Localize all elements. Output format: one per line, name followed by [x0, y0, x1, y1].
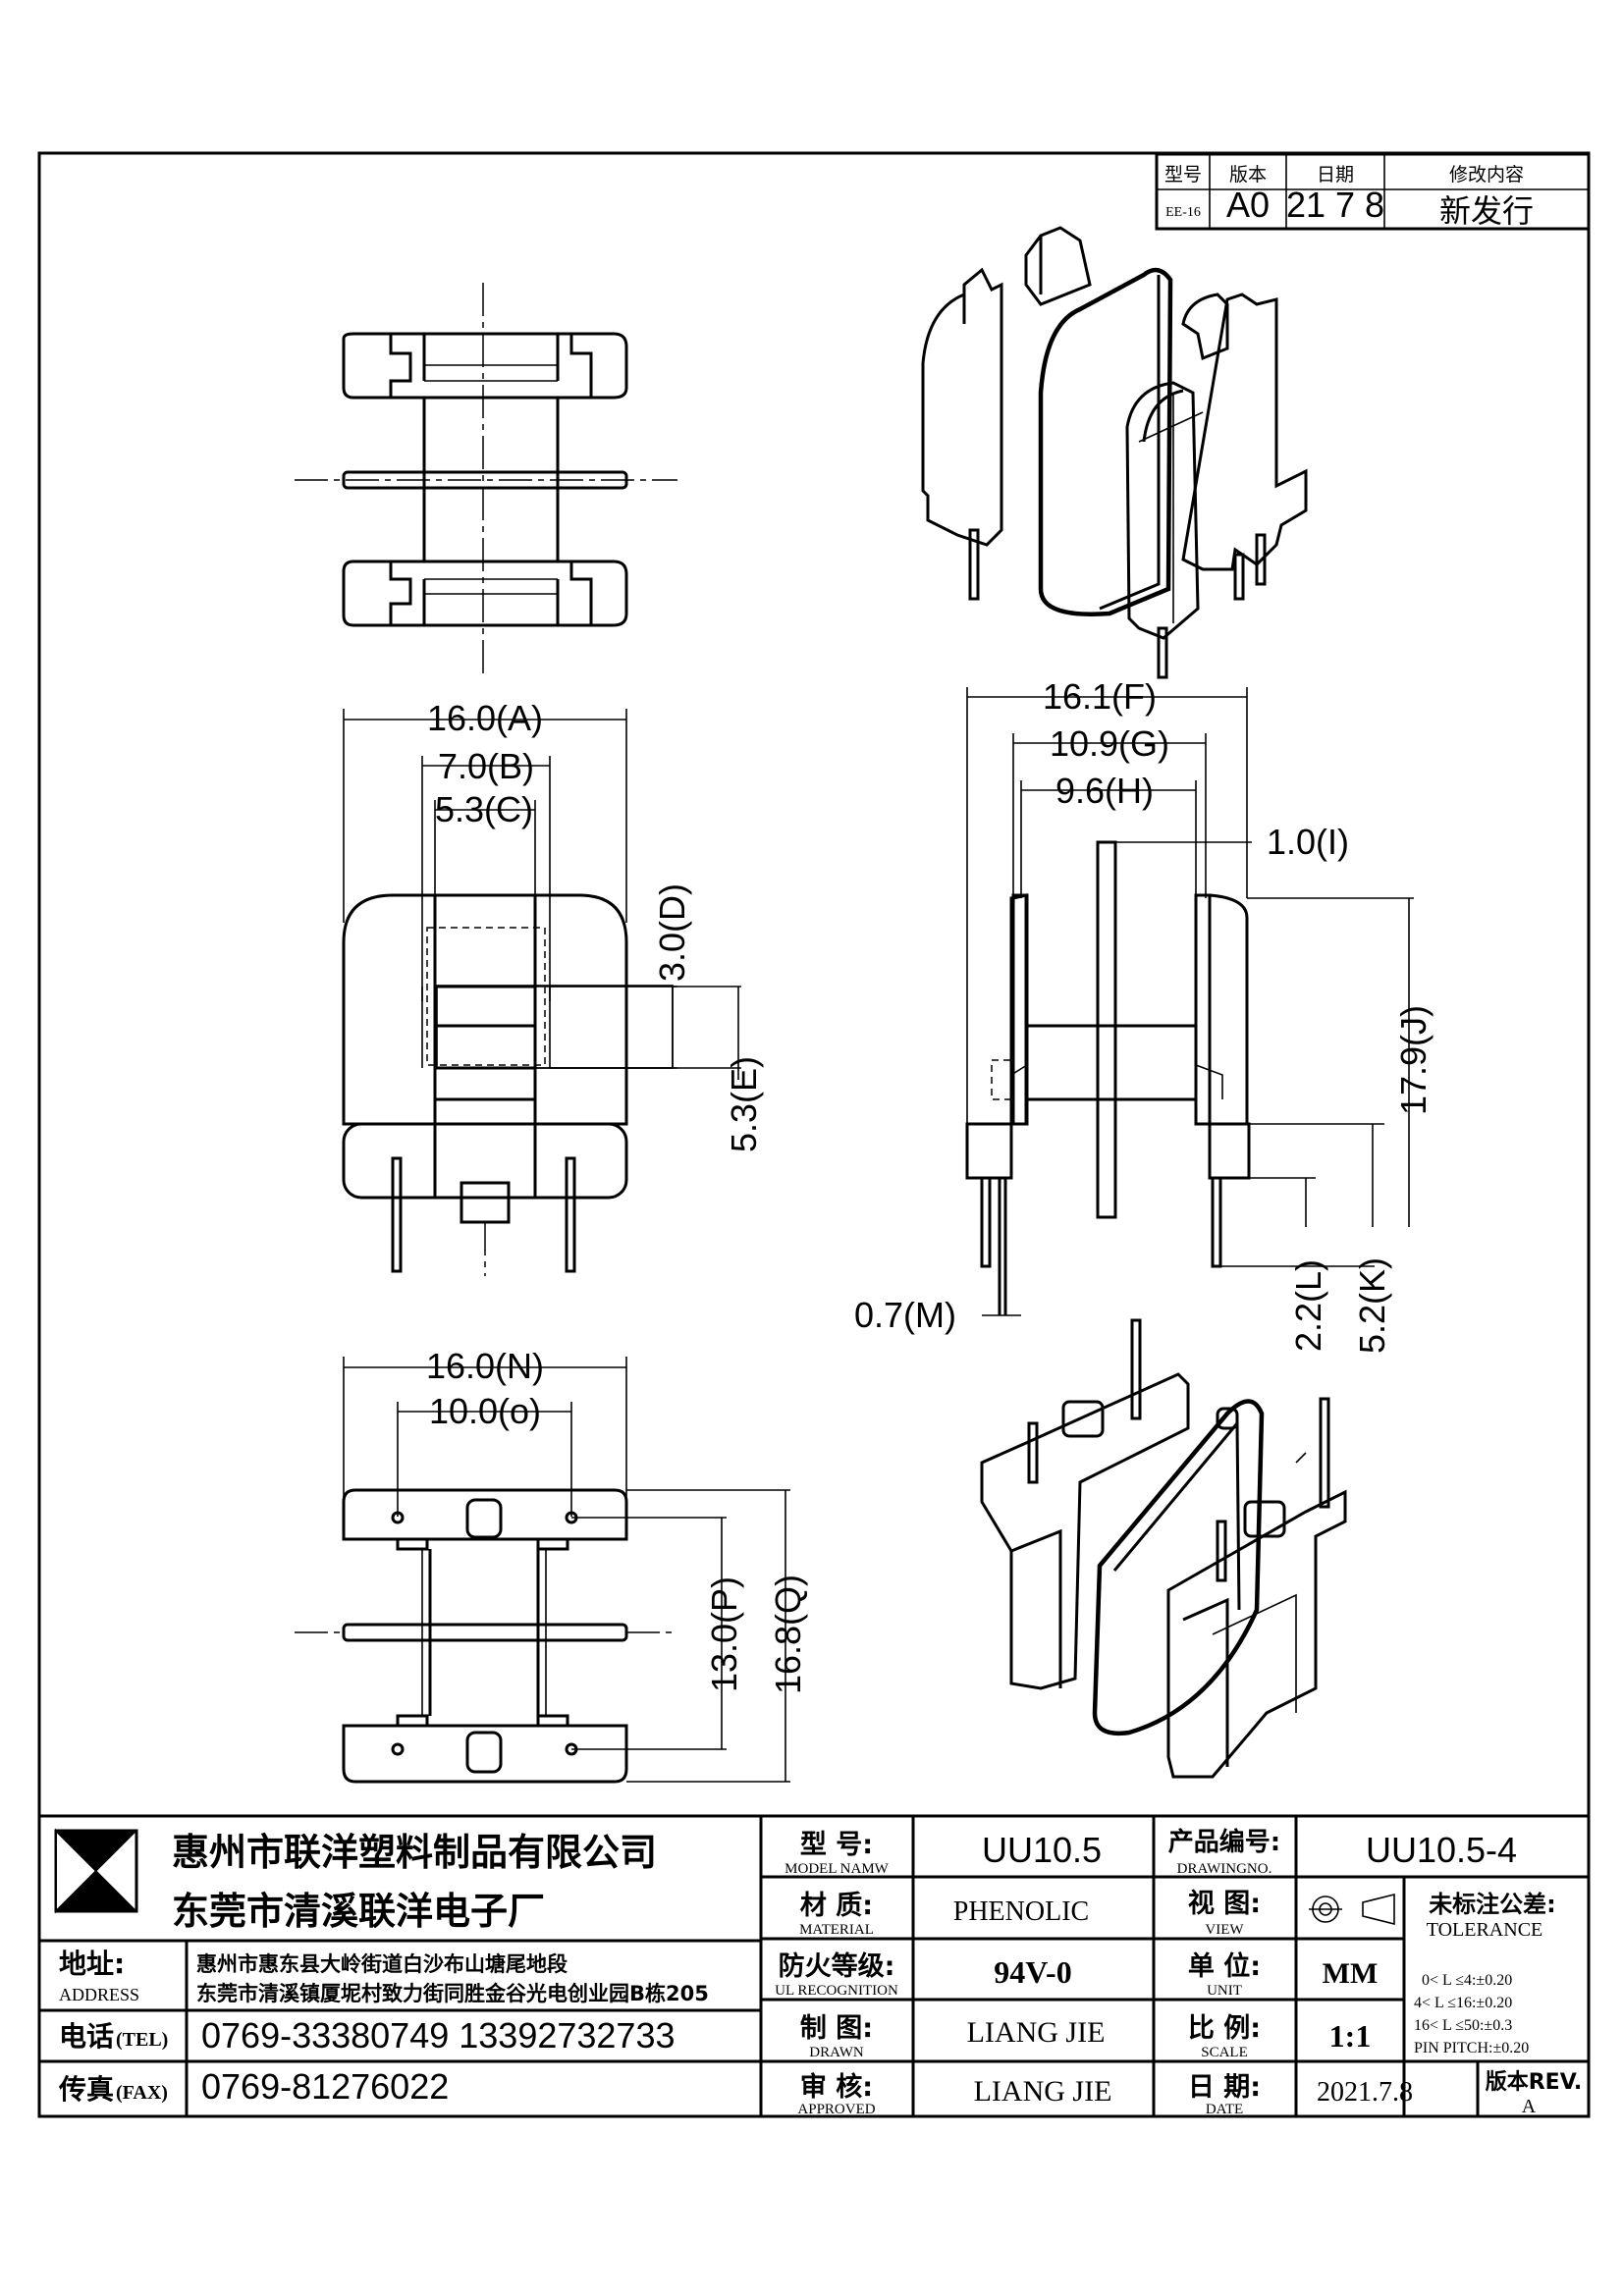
dim-F: 16.1(F)	[1043, 676, 1157, 717]
drawing-no-label: 产品编号:	[1168, 1827, 1280, 1857]
company-name-2: 东莞市清溪联洋电子厂	[172, 1890, 545, 1933]
front-view: 16.0(A) 7.0(B) 5.3(C) 3.0(D)	[342, 698, 764, 1276]
model-value: UU10.5	[982, 1830, 1102, 1870]
rev-value: A	[1522, 2096, 1537, 2117]
dim-H: 9.6(H)	[1055, 771, 1154, 811]
tel-value: 0769-33380749 13392732733	[201, 2015, 675, 2056]
unit-label: 单 位:	[1188, 1950, 1261, 1982]
date-value: 2021.7.8	[1317, 2077, 1413, 2108]
scale-value: 1:1	[1329, 2018, 1372, 2054]
dim-I: 1.0(I)	[1267, 822, 1349, 862]
dim-Q: 16.8(Q)	[768, 1575, 808, 1694]
bottom-view: 16.0(N) 10.0(o) 13.0(P) 16.8(Q)	[295, 1346, 808, 1784]
material-label-en: MATERIAL	[799, 1922, 874, 1938]
address-label: 地址:	[59, 1948, 125, 1980]
drawing-no-value: UU10.5-4	[1366, 1830, 1517, 1870]
scale-label: 比 例:	[1188, 2013, 1261, 2044]
rev-header-date: 日期	[1317, 164, 1354, 186]
top-view	[295, 283, 677, 677]
title-block: 惠州市联洋塑料制品有限公司 东莞市清溪联洋电子厂 地址: ADDRESS 惠州市…	[37, 1814, 1591, 2118]
fire-label: 防火等级:	[779, 1950, 895, 1982]
rev-version: A0	[1226, 185, 1270, 225]
rev-model: EE-16	[1165, 205, 1201, 220]
fire-value: 94V-0	[994, 1954, 1071, 1990]
isometric-view-top	[921, 226, 1308, 679]
drawn-label-en: DRAWN	[809, 2045, 864, 2060]
fax-label-en: (FAX)	[116, 2082, 168, 2104]
dim-G: 10.9(G)	[1050, 723, 1169, 764]
material-label: 材 质:	[800, 1891, 873, 1921]
address-line-2: 东莞市清溪镇厦坭村致力街同胜金谷光电创业园B栋205	[196, 1982, 709, 2005]
tel-label: 电话	[59, 2020, 114, 2053]
tolerance-1: 0< L ≤4:±0.20	[1422, 1972, 1512, 1989]
dim-N: 16.0(N)	[426, 1346, 544, 1386]
unit-label-en: UNIT	[1207, 1983, 1242, 1999]
dim-O: 10.0(o)	[429, 1391, 541, 1431]
dim-K: 5.2(K)	[1352, 1257, 1392, 1354]
rev-header-model: 型号	[1164, 164, 1202, 186]
tolerance-title: 未标注公差:	[1429, 1891, 1556, 1918]
tolerance-title-en: TOLERANCE	[1427, 1919, 1543, 1941]
view-label: 视 图:	[1188, 1889, 1261, 1919]
approved-value: LIANG JIE	[974, 2075, 1112, 2108]
fax-value: 0769-81276022	[201, 2066, 449, 2107]
dim-A: 16.0(A)	[427, 698, 543, 738]
dim-D: 3.0(D)	[652, 883, 692, 982]
projection-symbol-icon	[1309, 1893, 1395, 1926]
dim-C: 5.3(C)	[435, 789, 533, 829]
drawing-no-label-en: DRAWINGNO.	[1177, 1861, 1272, 1877]
side-view: 16.1(F) 10.9(G) 9.6(H) 1.0(I) 17.9	[854, 676, 1434, 1354]
approved-label: 审 核:	[800, 2071, 873, 2103]
isometric-view-bottom	[980, 1318, 1347, 1779]
scale-label-en: SCALE	[1201, 2045, 1248, 2060]
rev-header-version: 版本	[1229, 164, 1267, 186]
date-label: 日 期:	[1188, 2072, 1261, 2103]
fire-label-en: UL RECOGNITION	[775, 1983, 898, 1999]
drawn-value: LIANG JIE	[967, 2016, 1106, 2049]
company-name-1: 惠州市联洋塑料制品有限公司	[172, 1831, 657, 1874]
view-label-en: VIEW	[1205, 1922, 1244, 1938]
dim-B: 7.0(B)	[438, 746, 534, 786]
model-label-en: MODEL NAMW	[784, 1861, 890, 1877]
model-label: 型 号:	[800, 1830, 873, 1860]
tel-label-en: (TEL)	[116, 2029, 168, 2051]
rev-label: 版本REV.	[1486, 2070, 1583, 2095]
dim-L: 2.2(L)	[1288, 1259, 1328, 1352]
dim-E: 5.3(E)	[724, 1056, 764, 1152]
approved-label-en: APPROVED	[797, 2102, 875, 2117]
tolerance-2: 4< L ≤16:±0.20	[1414, 1995, 1512, 2011]
unit-value: MM	[1323, 1957, 1379, 1990]
fax-label: 传真	[58, 2073, 114, 2106]
dim-J: 17.9(J)	[1393, 1005, 1434, 1115]
sheet-border	[37, 151, 1591, 2118]
material-value: PHENOLIC	[953, 1896, 1089, 1927]
dim-M: 0.7(M)	[854, 1295, 956, 1335]
date-label-en: DATE	[1206, 2102, 1243, 2117]
rev-date: 21 7 8	[1286, 185, 1384, 225]
address-label-en: ADDRESS	[59, 1985, 139, 2004]
address-line-1: 惠州市惠东县大岭街道白沙布山塘尾地段	[196, 1952, 568, 1976]
dim-P: 13.0(P)	[704, 1576, 744, 1692]
drawn-label: 制 图:	[800, 2013, 873, 2044]
rev-change: 新发行	[1439, 192, 1534, 230]
tolerance-4: PIN PITCH:±0.20	[1414, 2040, 1529, 2056]
rev-header-change: 修改内容	[1449, 164, 1524, 186]
tolerance-3: 16< L ≤50:±0.3	[1414, 2017, 1512, 2034]
revision-table: 型号 版本 日期 修改内容 EE-16 A0 21 7 8 新发行	[1155, 152, 1591, 231]
